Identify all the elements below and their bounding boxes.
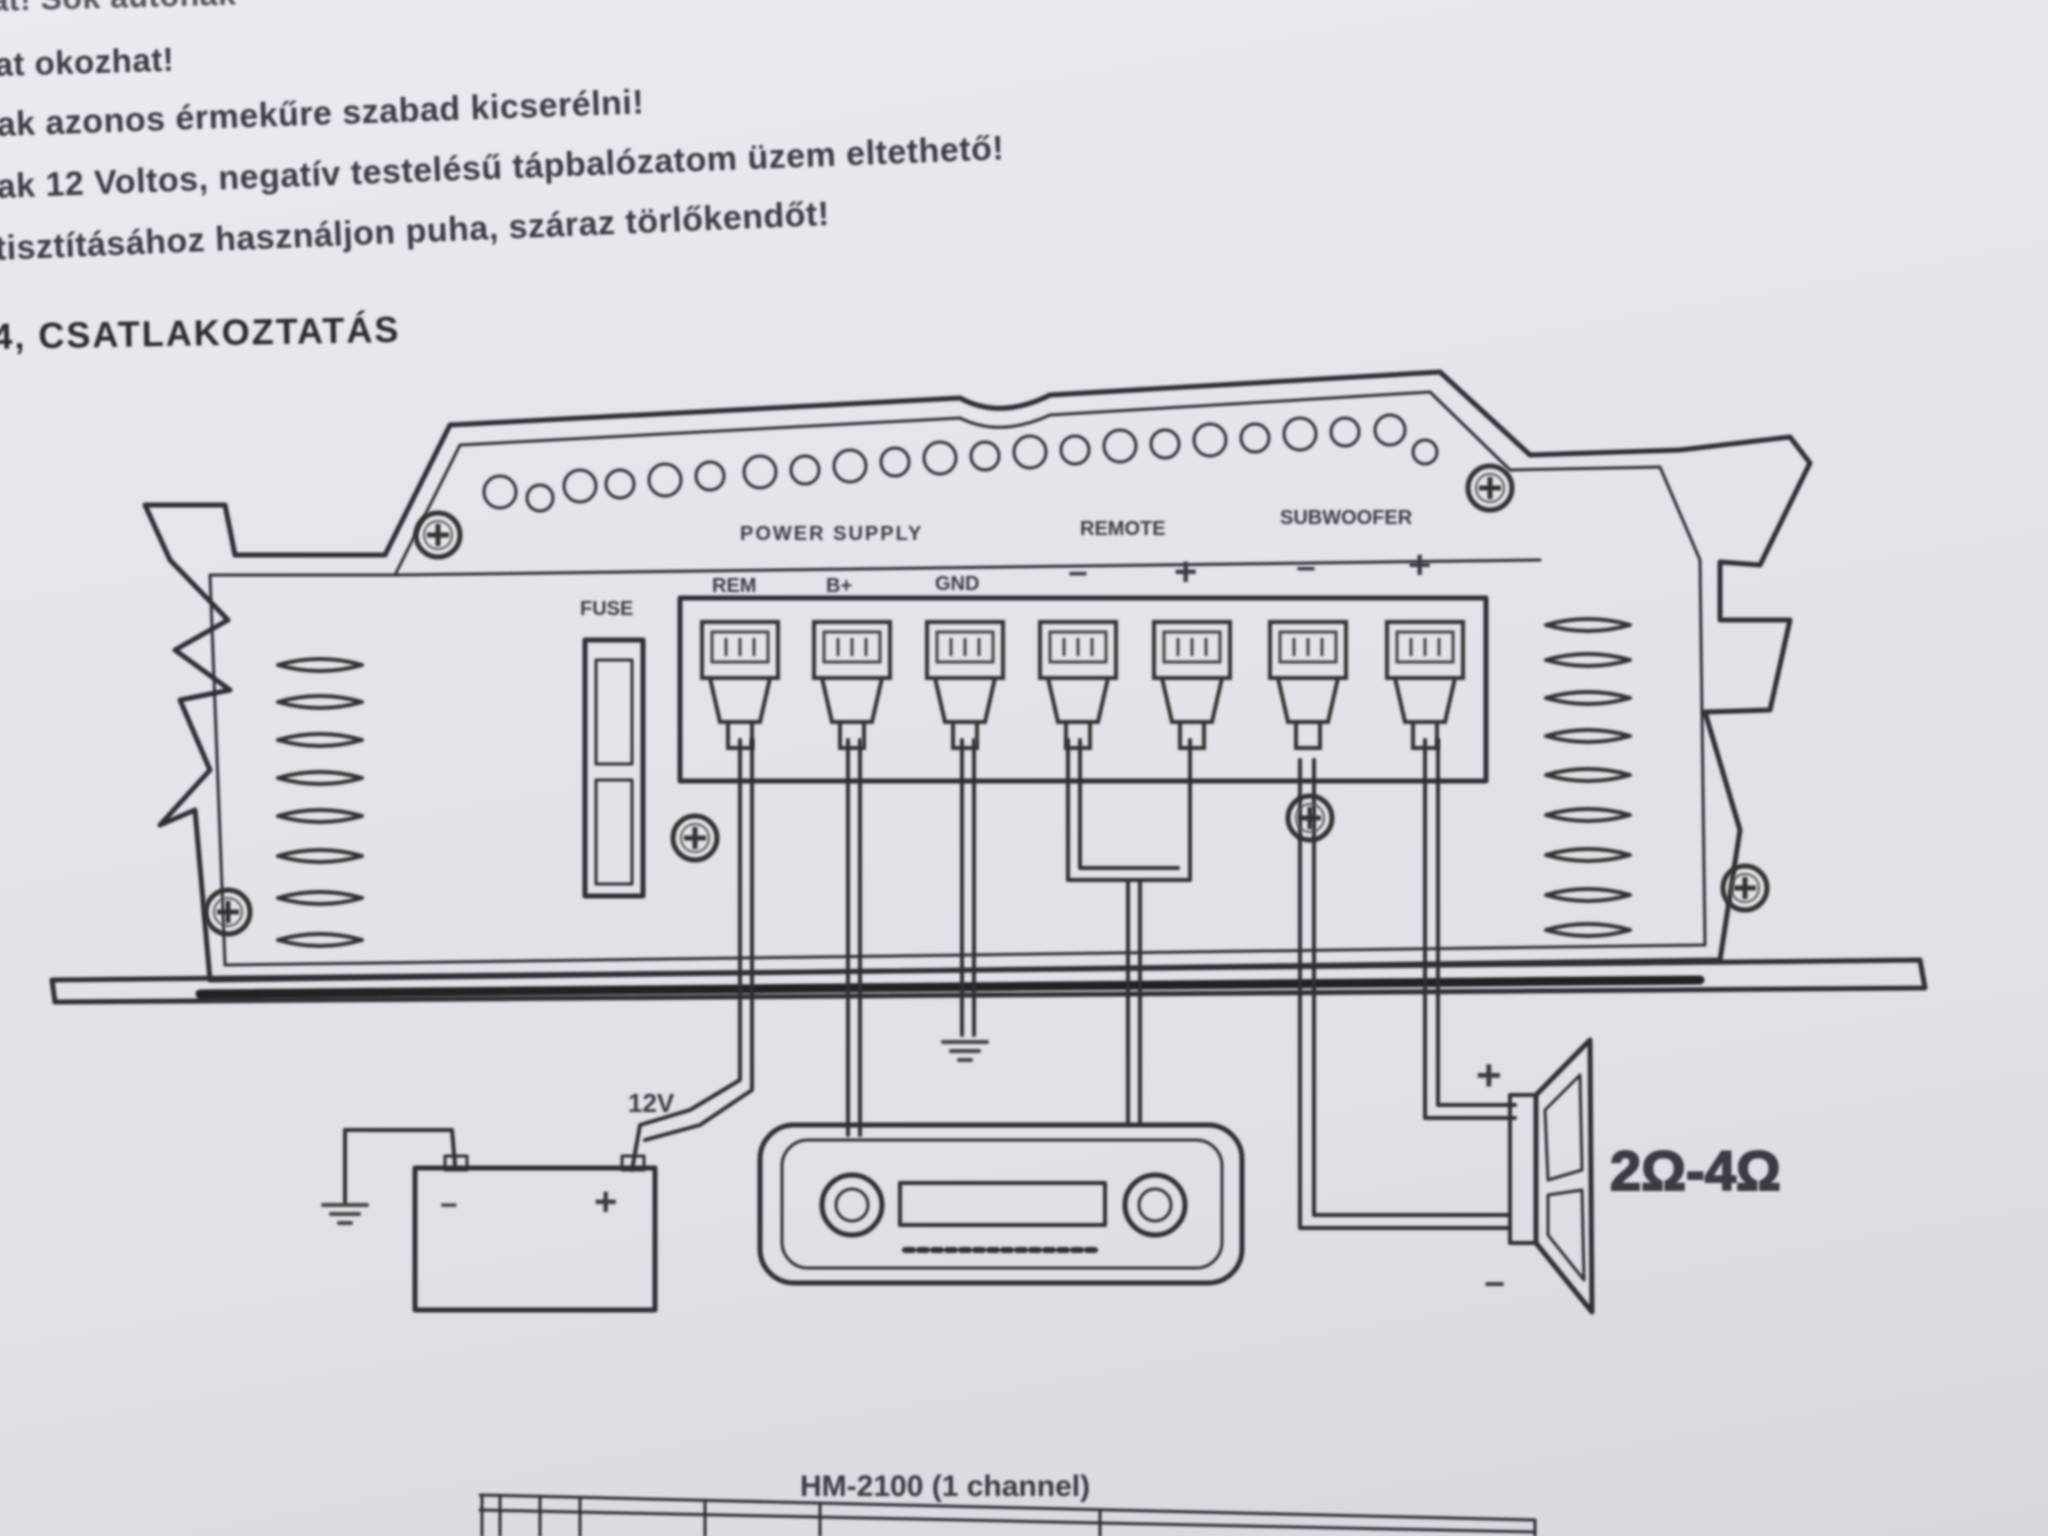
- terminal-label-bplus: B+: [826, 575, 852, 597]
- speaker-impedance-label: 2Ω-4Ω: [1610, 1139, 1781, 1202]
- remote-label: REMOTE: [1080, 518, 1166, 540]
- wiring: [343, 738, 1517, 1230]
- terminal-label-rem: REM: [712, 575, 756, 597]
- screw-icon: [1288, 796, 1332, 840]
- head-unit: [757, 1122, 1245, 1286]
- terminal-bplus: [812, 620, 892, 750]
- fuse-holder: [582, 637, 646, 899]
- remote-minus-label: −: [1068, 555, 1088, 593]
- battery: [412, 1165, 658, 1313]
- screw-icon: [206, 890, 250, 934]
- speaker-plus-label: +: [1476, 1051, 1502, 1100]
- ground-symbol: [321, 1203, 369, 1225]
- screw-icon: [416, 513, 460, 557]
- fuse-label: FUSE: [580, 598, 633, 620]
- amp-housing: [142, 369, 1813, 983]
- terminal-remote-minus: [1038, 620, 1118, 750]
- terminal-label-gnd: GND: [935, 573, 979, 595]
- vents-right: [1544, 617, 1632, 938]
- terminal-rem: [700, 620, 780, 750]
- amp-inner-housing: [208, 390, 1707, 967]
- screw-icon: [673, 816, 717, 860]
- spec-table: [478, 1493, 1537, 1536]
- terminal-remote-plus: [1152, 620, 1232, 750]
- terminal-sub-minus: [1268, 620, 1348, 750]
- terminal-block: [677, 595, 1489, 784]
- battery-voltage-label: 12V: [628, 1088, 675, 1118]
- battery-minus-label: −: [440, 1189, 458, 1222]
- subwoofer-speaker: [1508, 1037, 1595, 1315]
- heatsink-ridges: [482, 413, 1439, 513]
- speaker-minus-label: −: [1484, 1263, 1505, 1304]
- vents-left: [276, 657, 364, 948]
- battery-plus-label: +: [594, 1180, 617, 1224]
- power-supply-label: POWER SUPPLY: [740, 523, 923, 545]
- subwoofer-label: SUBWOOFER: [1280, 507, 1413, 529]
- terminal-sub-plus: [1385, 620, 1465, 750]
- ground-symbol: [941, 1040, 989, 1062]
- remote-plus-label: +: [1174, 550, 1197, 594]
- table-title: HM-2100 (1 channel): [800, 1470, 1091, 1503]
- sub-minus-label: −: [1296, 550, 1316, 588]
- sub-plus-label: +: [1408, 543, 1431, 587]
- screw-icon: [1468, 466, 1512, 510]
- terminal-gnd: [925, 620, 1005, 750]
